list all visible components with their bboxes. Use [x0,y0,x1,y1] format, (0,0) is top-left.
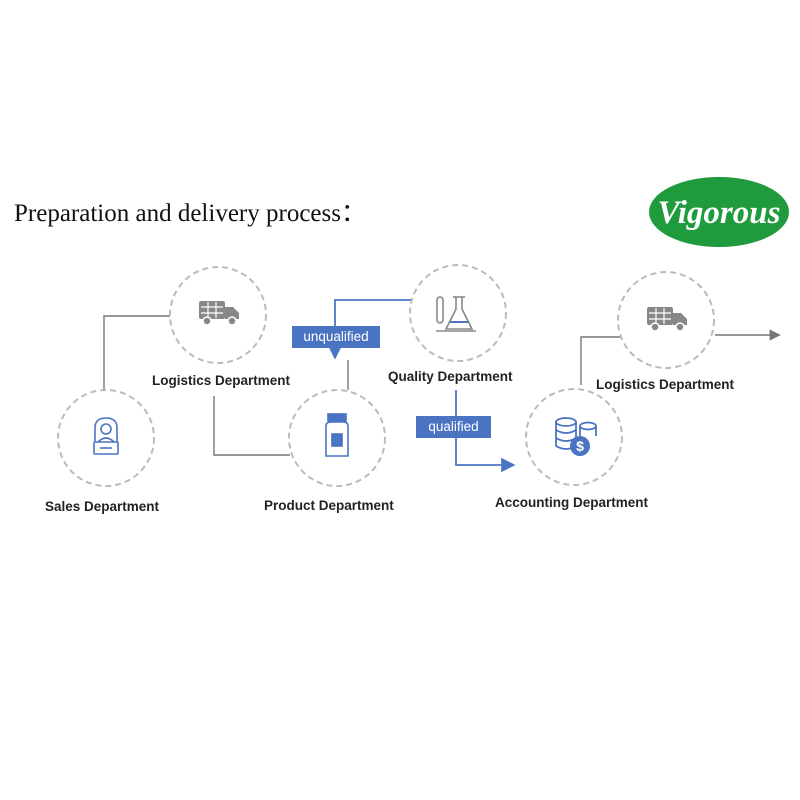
truck-icon [199,301,239,326]
sales-department-label: Sales Department [45,499,160,514]
logo-text: Vigorous [658,195,781,231]
circle-logistics-2 [617,271,715,369]
salesperson-icon [93,417,119,455]
page-title: Preparation and delivery process： [14,200,366,227]
unqualified-tag: unqualified [292,326,380,348]
svg-text:$: $ [576,438,584,454]
connector-logistics-to-product [213,396,290,456]
connector-accounting-to-logistics [580,336,620,385]
lab-flask-icon [436,296,476,332]
accounting-department-label: Accounting Department [495,495,649,510]
connector-sales-to-logistics [103,315,170,390]
qualified-tag: qualified [416,416,491,438]
truck-icon [647,307,687,332]
coins-dollar-icon: $ [555,417,597,456]
bottle-icon [325,413,349,457]
circle-logistics-1 [169,266,267,364]
vigorous-logo: Vigorous [649,177,789,247]
product-department-label: Product Department [264,498,394,513]
circle-sales [57,389,155,487]
circle-product [288,389,386,487]
circle-quality [409,264,507,362]
quality-department-label: Quality Department [388,369,513,384]
circle-accounting [525,388,623,486]
logistics-department-label: Logistics Department [152,373,291,388]
logistics-department-label-2: Logistics Department [596,377,735,392]
qualified-flow-arrow [455,390,516,473]
